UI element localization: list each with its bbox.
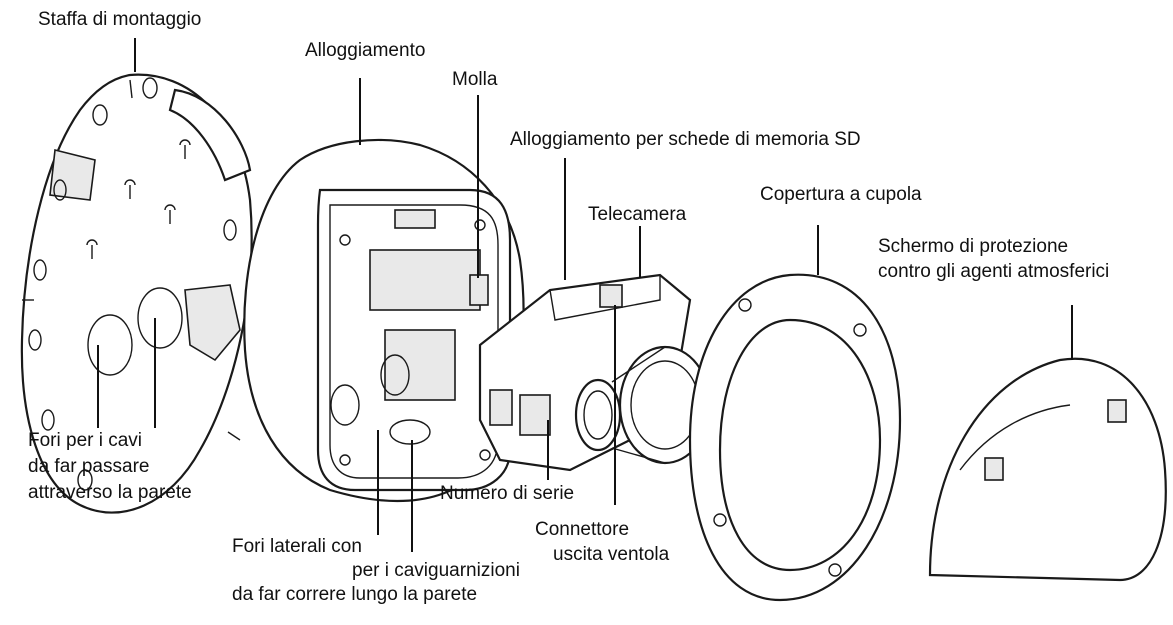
weathershield (928, 357, 1167, 582)
housing (243, 138, 525, 503)
label-side-holes-1: Fori laterali con (232, 536, 362, 557)
label-dome-cover: Copertura a cupola (760, 184, 922, 205)
label-housing: Alloggiamento (305, 40, 425, 61)
label-wall-holes-1: Fori per i cavi (28, 430, 142, 451)
label-sd-slot: Alloggiamento per schede di memoria SD (510, 129, 861, 150)
label-camera: Telecamera (588, 204, 687, 225)
lens-assembly (574, 345, 712, 465)
label-serial-number: Numero di serie (440, 483, 574, 504)
dome-cover (688, 273, 902, 602)
label-side-holes-2: per i caviguarnizioni (352, 560, 520, 581)
label-side-holes-3: da far correre lungo la parete (232, 584, 477, 605)
label-wall-holes-2: da far passare (28, 456, 149, 477)
leader-lines (97, 38, 1073, 552)
label-wall-holes-3: attraverso la parete (28, 482, 192, 503)
mounting-bracket (20, 73, 253, 514)
labels: Staffa di montaggio Alloggiamento Molla … (28, 9, 1109, 605)
label-weathershield-2: contro gli agenti atmosferici (878, 261, 1109, 282)
label-fan-connector-2: uscita ventola (553, 544, 670, 565)
label-spring: Molla (452, 69, 498, 90)
label-fan-connector-1: Connettore (535, 519, 629, 540)
label-mounting-bracket: Staffa di montaggio (38, 9, 201, 30)
label-weathershield-1: Schermo di protezione (878, 236, 1068, 257)
